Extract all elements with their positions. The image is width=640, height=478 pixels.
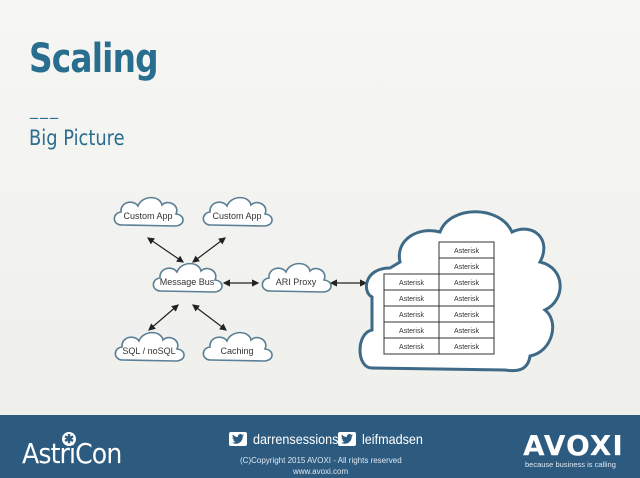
label-ari-proxy: ARI Proxy bbox=[276, 277, 317, 287]
asterisk-node-label: Asterisk bbox=[399, 312, 424, 319]
label-caching: Caching bbox=[220, 346, 253, 356]
cloud-sql-nosql: SQL / noSQL bbox=[114, 331, 185, 362]
asterisk-node-label: Asterisk bbox=[454, 296, 479, 303]
cloud-custom-app-1: Custom App bbox=[113, 196, 184, 227]
asterisk-node: Asterisk bbox=[438, 273, 495, 291]
arrow-bus-sql bbox=[148, 304, 179, 331]
twitter-handle-2[interactable]: leifmadsen bbox=[338, 431, 430, 447]
twitter-bird-icon bbox=[229, 432, 247, 446]
asterisk-node: Asterisk bbox=[383, 305, 440, 323]
asterisk-node-label: Asterisk bbox=[454, 328, 479, 335]
asterisk-node-label: Asterisk bbox=[454, 280, 479, 287]
asterisk-node: Asterisk bbox=[438, 337, 495, 355]
cloud-custom-app-2: Custom App bbox=[202, 196, 273, 227]
asterisk-node: Asterisk bbox=[438, 257, 495, 275]
arrow-app1-bus bbox=[147, 237, 184, 263]
label-custom-app-1: Custom App bbox=[123, 211, 172, 221]
asterisk-grid: AsteriskAsteriskAsteriskAsteriskAsterisk… bbox=[383, 241, 495, 355]
asterisk-node: Asterisk bbox=[438, 289, 495, 307]
cloud-caching: Caching bbox=[202, 331, 273, 362]
cloud-message-bus: Message Bus bbox=[152, 262, 223, 293]
label-message-bus: Message Bus bbox=[160, 277, 215, 287]
twitter-bird-icon bbox=[338, 432, 356, 446]
asterisk-node: Asterisk bbox=[438, 241, 495, 259]
twitter-handle-1[interactable]: darrensessions bbox=[229, 431, 348, 447]
label-sql-nosql: SQL / noSQL bbox=[122, 346, 175, 356]
asterisk-node: Asterisk bbox=[438, 305, 495, 323]
arrow-app2-bus bbox=[192, 237, 226, 263]
asterisk-node-label: Asterisk bbox=[454, 344, 479, 351]
arrow-bus-caching bbox=[192, 304, 227, 331]
cloud-ari-proxy: ARI Proxy bbox=[261, 262, 332, 293]
asterisk-node-label: Asterisk bbox=[399, 344, 424, 351]
title-separator: ___ bbox=[30, 100, 60, 119]
asterisk-node: Asterisk bbox=[383, 321, 440, 339]
asterisk-node-label: Asterisk bbox=[399, 280, 424, 287]
website-link[interactable]: www.avoxi.com bbox=[293, 467, 349, 476]
avoxi-logo: AVOXI bbox=[523, 429, 624, 462]
twitter-handle-1-text: darrensessions bbox=[253, 431, 339, 447]
astricon-star-icon: ✱ bbox=[62, 432, 76, 446]
slide-canvas: Scaling ___ Big Picture Custom App Custo… bbox=[0, 0, 640, 415]
asterisk-node: Asterisk bbox=[438, 321, 495, 339]
avoxi-tagline: because business is calling bbox=[525, 460, 616, 469]
twitter-handle-2-text: leifmadsen bbox=[362, 431, 423, 447]
copyright-text: (C)Copyright 2015 AVOXI - All rights res… bbox=[240, 456, 402, 465]
asterisk-node-label: Asterisk bbox=[399, 328, 424, 335]
slide-title: Scaling bbox=[29, 36, 159, 82]
asterisk-node: Asterisk bbox=[383, 289, 440, 307]
asterisk-node: Asterisk bbox=[383, 273, 440, 291]
asterisk-node-label: Asterisk bbox=[454, 264, 479, 271]
asterisk-node-label: Asterisk bbox=[454, 248, 479, 255]
slide-subtitle: Big Picture bbox=[29, 126, 125, 150]
footer-bar: AstriCon ✱ darrensessions leifmadsen (C)… bbox=[0, 415, 640, 478]
asterisk-node-label: Asterisk bbox=[399, 296, 424, 303]
label-custom-app-2: Custom App bbox=[212, 211, 261, 221]
architecture-diagram: Custom App Custom App Message Bus ARI Pr… bbox=[113, 196, 562, 373]
asterisk-node: Asterisk bbox=[383, 337, 440, 355]
asterisk-node-label: Asterisk bbox=[454, 312, 479, 319]
